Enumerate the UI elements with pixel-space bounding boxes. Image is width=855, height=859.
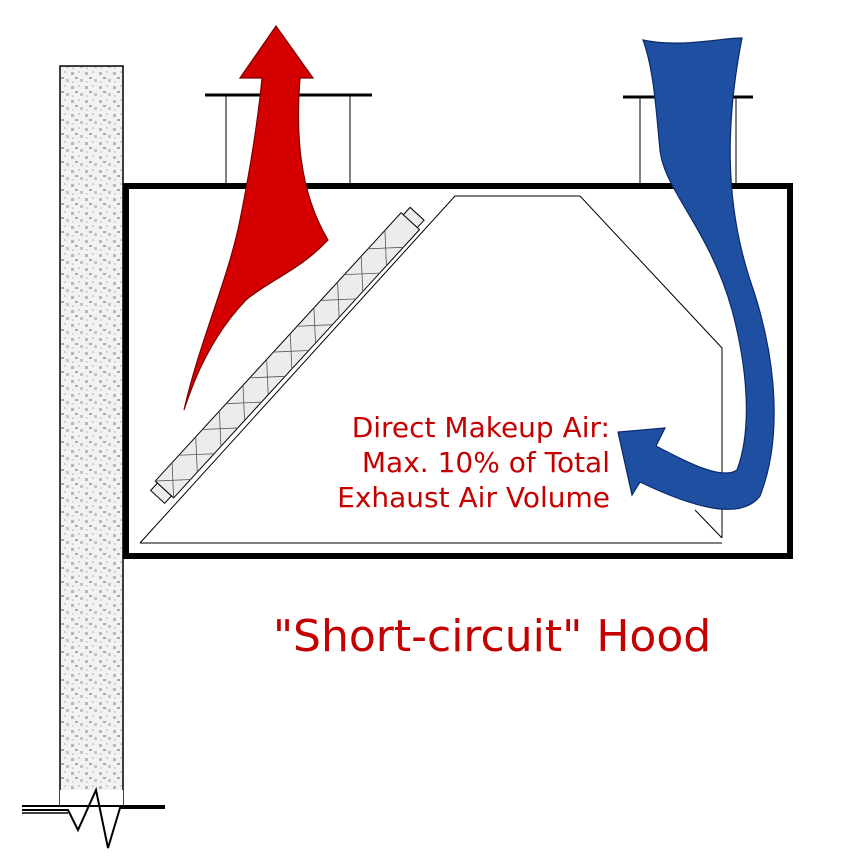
hood: [123, 183, 793, 559]
diagram-caption: "Short-circuit" Hood: [273, 611, 711, 662]
annotation-line-1: Direct Makeup Air:: [352, 411, 610, 444]
red-up-arrow-icon: [183, 24, 329, 411]
hood-inner-profile: [139, 195, 723, 544]
hood-outline: [123, 183, 793, 559]
concrete-wall-icon: [59, 65, 124, 807]
blue-curved-down-arrow-icon: [617, 37, 775, 510]
annotation-line-3: Exhaust Air Volume: [337, 481, 610, 514]
makeup-air-annotation: Direct Makeup Air: Max. 10% of Total Exh…: [337, 411, 610, 514]
grease-filter-icon: [149, 206, 425, 505]
hood-inner-corner: [694, 509, 723, 539]
annotation-line-2: Max. 10% of Total: [362, 446, 610, 479]
wall-break-zigzag: [22, 786, 165, 849]
wall: [22, 65, 165, 849]
